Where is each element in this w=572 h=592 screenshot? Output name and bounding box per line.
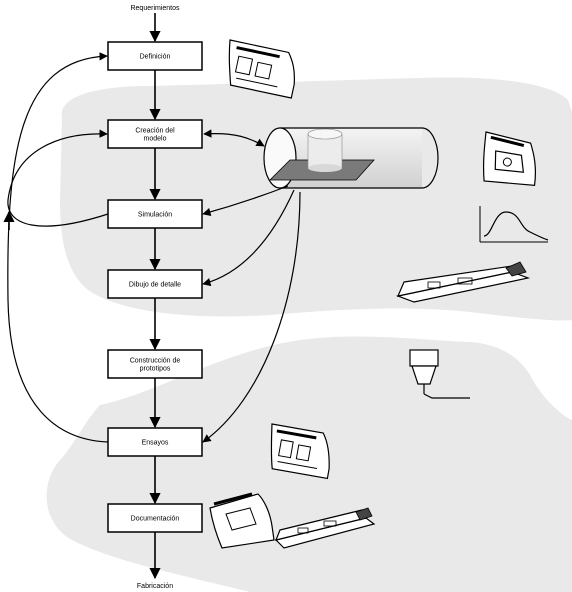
part-drawing-icon (482, 131, 537, 186)
step-definicion: Definición (107, 41, 203, 71)
feedback-ensayos-to-definicion (7, 52, 109, 443)
step-box (107, 119, 203, 149)
step-box (107, 503, 203, 533)
step-label: Ensayos (142, 440, 169, 447)
link-creacion-cad (203, 129, 265, 147)
step-simulacion: Simulación (107, 199, 203, 229)
cad-to-dibujo (202, 189, 295, 287)
test-report-icon (270, 423, 330, 480)
edges-layer (3, 13, 301, 580)
step-box (107, 41, 203, 71)
output-label: Fabricación (137, 583, 173, 590)
step-documentacion: Documentación (107, 503, 203, 533)
step-dibujo: Dibujo de detalle (107, 269, 203, 299)
step-label: Construcción de (130, 358, 181, 365)
step-box (107, 427, 203, 457)
graph-curve-icon (479, 206, 549, 243)
input-label: Requerimientos (130, 5, 180, 12)
step-label: Creación del (135, 128, 175, 135)
documentation-drawings-icon (209, 492, 376, 549)
cad-to-simulacion (202, 185, 289, 217)
step-box (107, 349, 203, 379)
step-label: Documentación (131, 516, 180, 523)
step-box (107, 199, 203, 229)
step-label: Dibujo de detalle (129, 282, 181, 289)
cad-model-database-icon (263, 127, 439, 189)
cnc-spindle-icon (409, 349, 470, 399)
step-label: Definición (140, 54, 171, 61)
drawing-sheet-icon (228, 39, 295, 99)
step-label: modelo (144, 136, 167, 143)
cad-to-ensayos (202, 191, 301, 443)
step-box (107, 269, 203, 299)
step-label: Simulación (138, 212, 172, 219)
step-ensayos: Ensayos (107, 427, 203, 457)
machined-part-icon (395, 261, 531, 303)
step-label: prototipos (140, 366, 171, 373)
feedback-simulacion-to-creacion (7, 129, 109, 227)
